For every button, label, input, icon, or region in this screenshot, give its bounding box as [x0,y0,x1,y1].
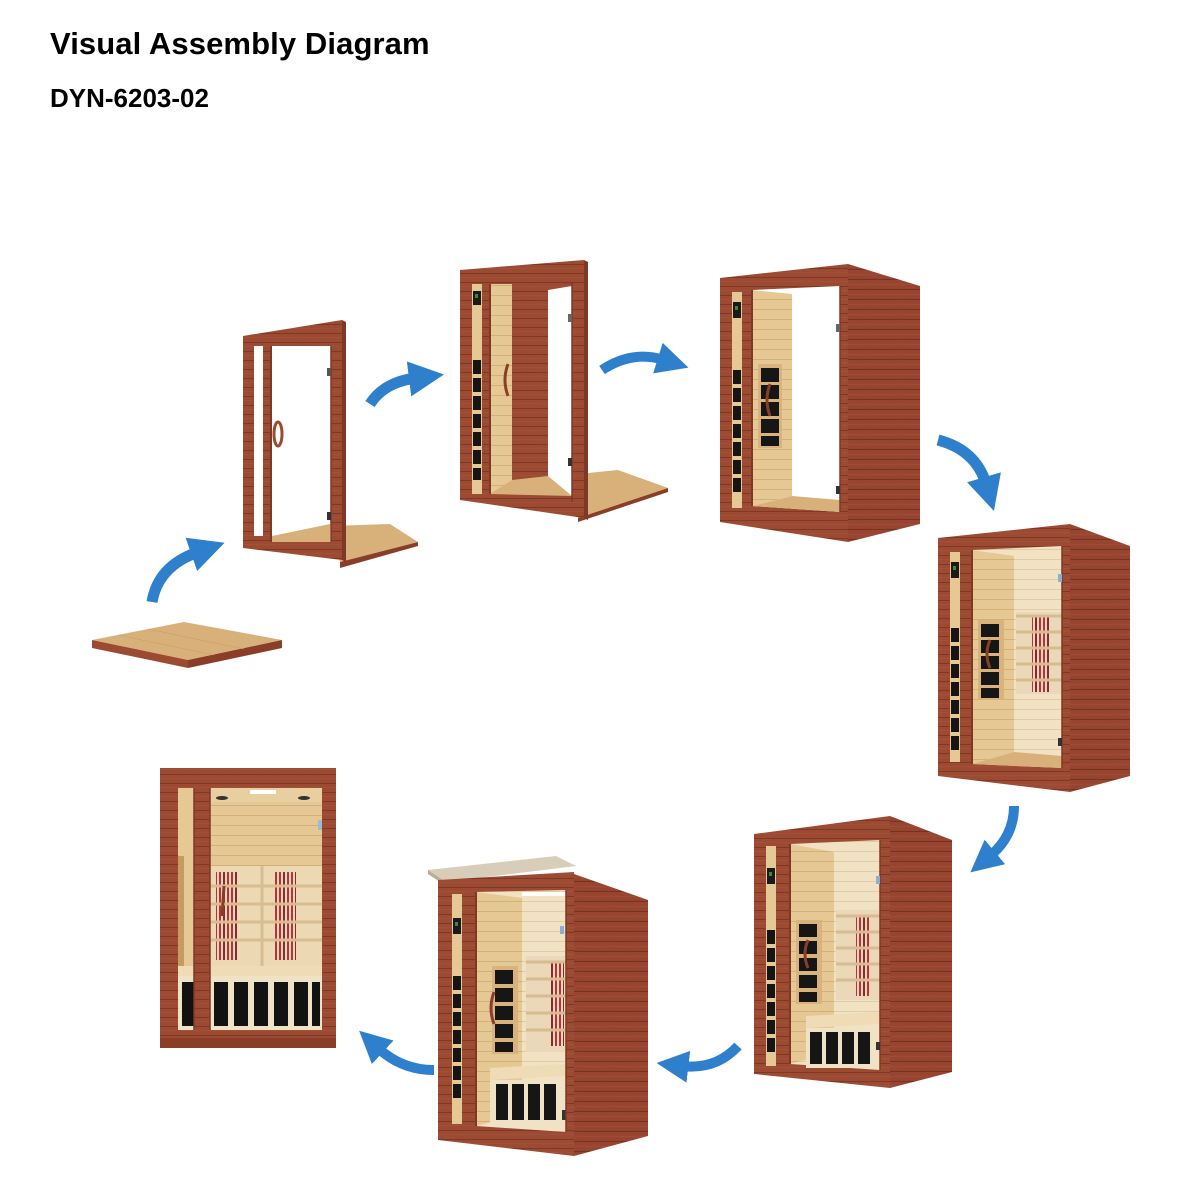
arrow-step1-to-step2-icon [146,537,225,604]
back-heater-left [216,872,238,960]
step-2-front-panel-with-door [240,316,422,572]
model-number: DYN-6203-02 [50,83,209,113]
arrow-step6-to-step7-icon [656,1042,742,1083]
step-1-floor-panel [88,618,288,678]
arrow-step4-to-step5-icon [936,434,1001,512]
step-5-left-side-panel [934,520,1134,796]
diagram-title: Visual Assembly Diagram [50,26,430,61]
arrow-step7-to-step8-icon [359,1030,435,1075]
step-7-roof-panel [426,852,656,1162]
arrow-step5-to-step6-icon [970,805,1019,873]
arrow-step3-to-step4-icon [599,342,689,375]
step-8-completed-sauna [158,766,338,1052]
bench [806,1012,880,1068]
arrow-step2-to-step3-icon [365,361,444,408]
side-wall-red-heater [1016,612,1062,694]
step-6-bench [750,812,956,1092]
back-heater-right [274,872,296,960]
step-3-back-panel [458,256,688,524]
step-4-right-side-panel [718,260,924,546]
